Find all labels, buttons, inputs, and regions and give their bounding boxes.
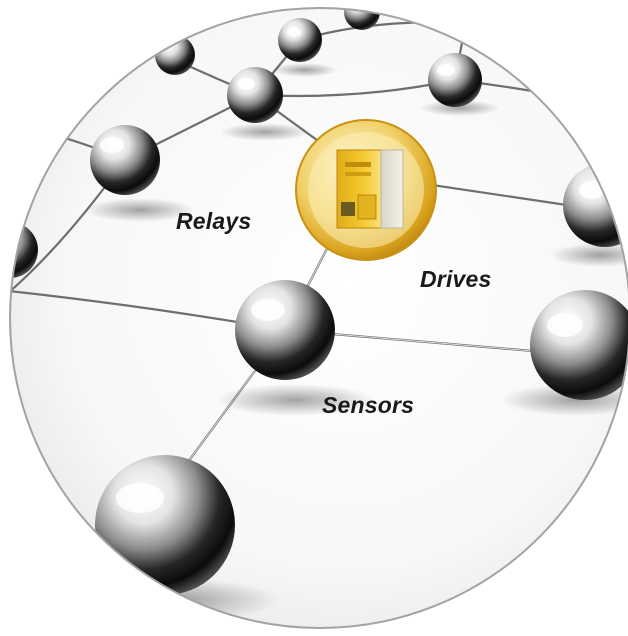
sphere-node [155,35,195,75]
sphere-node [90,125,160,195]
sensors-label: Sensors [322,392,415,418]
sphere-node [344,8,380,30]
sphere-node [278,18,322,62]
drives-label: Drives [420,266,492,292]
sphere-node [95,455,235,595]
relay-device-icon [295,119,437,261]
sphere-node [235,280,335,380]
sphere-node [428,53,482,107]
sphere-node [10,222,38,278]
sphere-node [227,67,283,123]
disc-border [9,7,628,629]
relays-label: Relays [176,208,252,234]
